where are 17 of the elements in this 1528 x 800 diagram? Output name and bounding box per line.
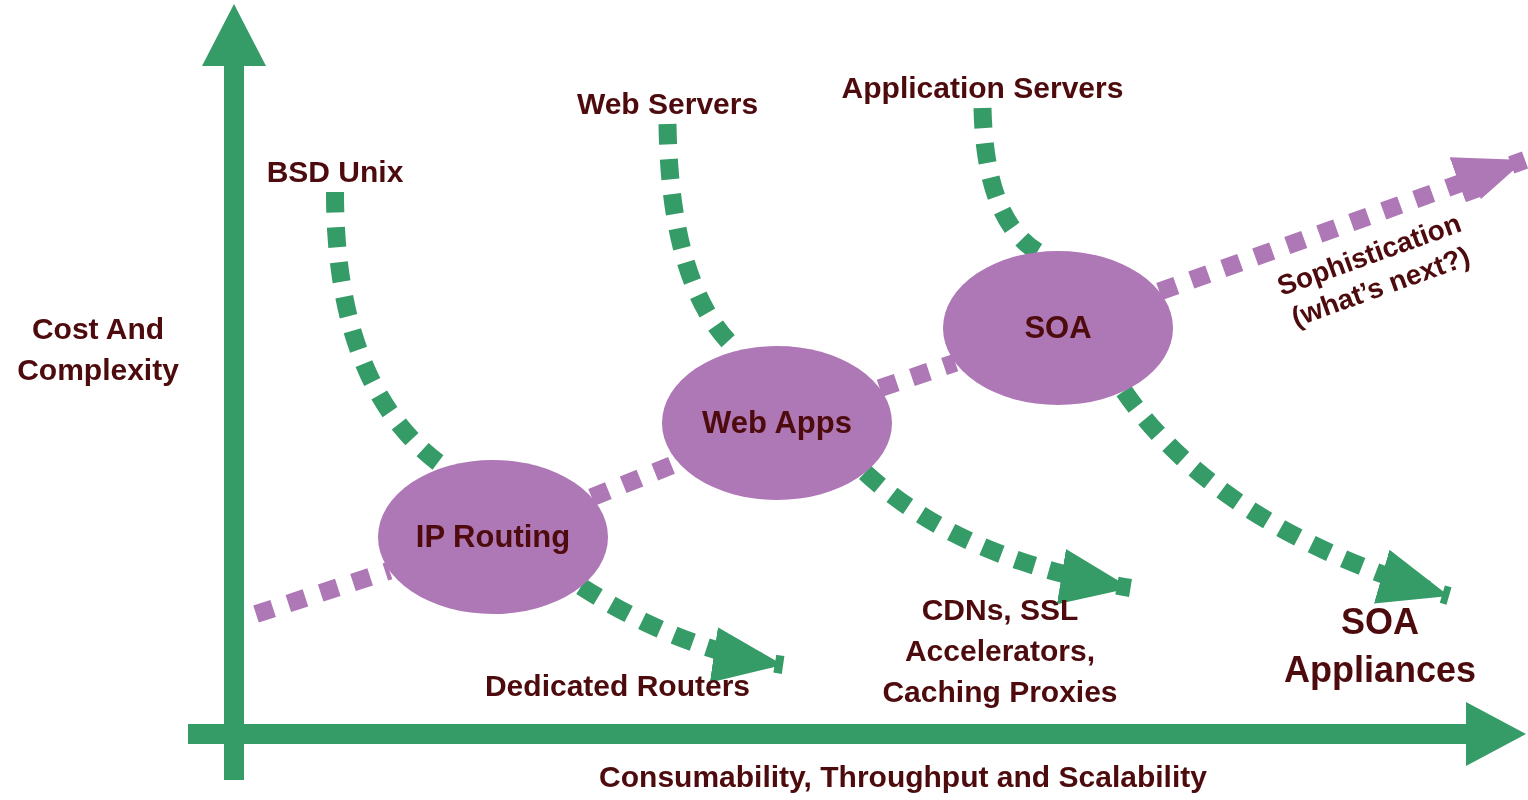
category-label: Application Servers [810, 68, 1155, 108]
category-label: BSD Unix [250, 152, 420, 192]
axis-label: Consumability, Throughput and Scalability [598, 759, 1208, 795]
dashed-arrow [1156, 151, 1528, 301]
category-label: SOA Appliances [1265, 596, 1495, 696]
dashed-connector [876, 354, 959, 397]
category-label: Web Servers [555, 84, 780, 124]
category-label: CDNs, SSL Accelerators, Caching Proxies [855, 588, 1145, 713]
dashed-arrow [1116, 385, 1452, 605]
dashed-arrow [576, 578, 785, 682]
dashed-arrow [859, 465, 1133, 603]
ellipse-node: SOA [943, 251, 1173, 405]
category-label: Dedicated Routers [445, 665, 790, 707]
ellipse-node: IP Routing [378, 460, 608, 614]
dashed-connector [253, 562, 393, 623]
ellipse-node: Web Apps [662, 346, 892, 500]
axis-label: Cost And Complexity [16, 311, 180, 388]
